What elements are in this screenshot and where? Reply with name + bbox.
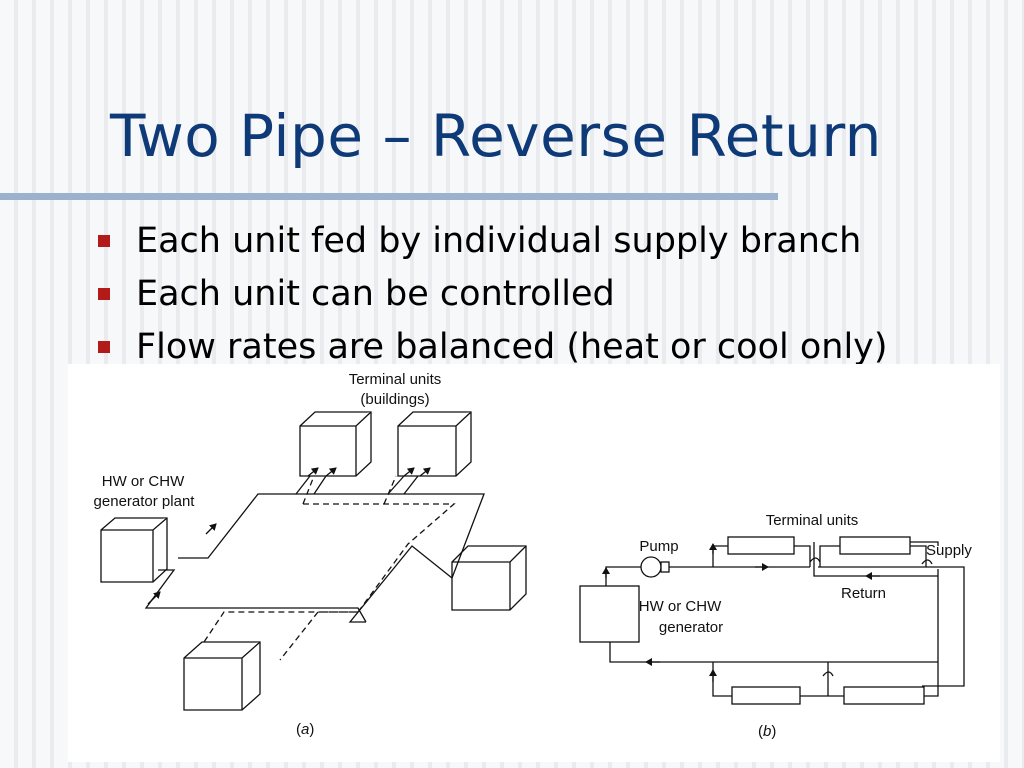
branch-pipe <box>295 475 419 495</box>
square-bullet-icon <box>98 341 110 353</box>
flow-arrow <box>325 467 337 477</box>
pipe-crossover <box>822 671 834 677</box>
terminal-units-label: Terminal units <box>766 512 859 529</box>
pump-icon <box>640 556 662 578</box>
diagram-b: Terminal units Pump Supply Return HW or … <box>579 512 972 740</box>
piping-diagram-svg: Terminal units (buildings) HW or CHW gen… <box>94 371 973 740</box>
caption-b: (b) <box>758 723 776 740</box>
terminal-unit-coil <box>839 536 911 555</box>
bullet-item: Each unit can be controlled <box>96 271 888 324</box>
terminal-unit-box <box>183 641 261 711</box>
generator-plant-box <box>100 517 168 583</box>
title-underline <box>0 193 778 200</box>
caption-a: (a) <box>296 721 314 738</box>
return-pipe <box>609 541 939 697</box>
flow-arrow <box>307 467 319 477</box>
square-bullet-icon <box>98 235 110 247</box>
slide-title: Two Pipe – Reverse Return <box>110 102 882 170</box>
terminal-unit-box <box>397 411 472 477</box>
bullet-item: Flow rates are balanced (heat or cool on… <box>96 324 888 377</box>
flow-arrow <box>147 591 161 605</box>
plant-label: generator plant <box>94 493 196 510</box>
piping-diagram-figure: Terminal units (buildings) HW or CHW gen… <box>68 364 1000 762</box>
pump-outlet <box>660 561 670 573</box>
terminal-units-label: Terminal units <box>349 371 442 388</box>
bullet-text: Each unit fed by individual supply branc… <box>136 221 862 261</box>
bullet-text: Flow rates are balanced (heat or cool on… <box>136 327 888 367</box>
plant-label: HW or CHW <box>102 473 185 490</box>
terminal-unit-box <box>451 545 527 611</box>
generator-label: generator <box>659 619 723 636</box>
terminal-unit-coil <box>731 686 801 705</box>
pump-label: Pump <box>639 538 678 555</box>
terminal-unit-box <box>299 411 372 477</box>
bullet-text: Each unit can be controlled <box>136 274 615 314</box>
terminal-unit-coil <box>843 686 925 705</box>
return-pipe-loop <box>203 475 456 661</box>
square-bullet-icon <box>98 288 110 300</box>
pipe-crossover <box>921 559 933 565</box>
supply-label: Supply <box>926 542 972 559</box>
supply-pipe-loop <box>144 493 485 623</box>
generator-box <box>579 585 640 643</box>
flow-arrow <box>205 523 217 535</box>
flow-arrow <box>403 467 415 477</box>
return-label: Return <box>841 585 886 602</box>
diagram-a: Terminal units (buildings) HW or CHW gen… <box>94 371 527 738</box>
generator-label: HW or CHW <box>639 598 722 615</box>
terminal-unit-coil <box>727 536 795 555</box>
buildings-label: (buildings) <box>360 391 429 408</box>
bullet-list: Each unit fed by individual supply branc… <box>96 218 888 377</box>
pipe-crossover <box>809 557 821 563</box>
bullet-item: Each unit fed by individual supply branc… <box>96 218 888 271</box>
flow-arrow <box>419 467 431 477</box>
